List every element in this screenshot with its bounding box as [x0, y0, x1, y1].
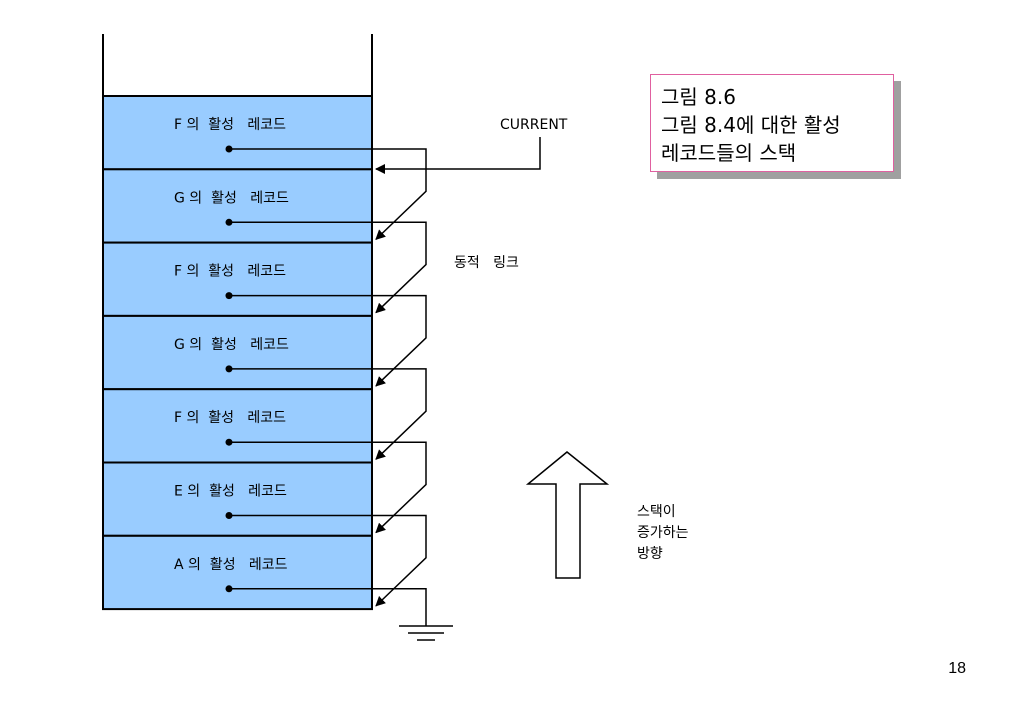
activation-record-label: G 의 활성 레코드: [174, 190, 289, 206]
current-pointer-arrow: [375, 137, 541, 174]
dynamic-links-group: [229, 148, 427, 626]
activation-record: [102, 314, 373, 391]
activation-record-label: A 의 활성 레코드: [174, 557, 288, 573]
figure-title-line: 그림 8.6: [661, 85, 736, 109]
dynamic-link-arrow: [229, 148, 427, 240]
dynamic-link-arrow: [229, 294, 427, 387]
activation-record-label: F 의 활성 레코드: [174, 410, 286, 426]
activation-record: [102, 461, 373, 537]
activation-record-label: G 의 활성 레코드: [174, 337, 289, 353]
figure-title-box: 그림 8.6 그림 8.4에 대한 활성 레코드들의 스택: [650, 74, 894, 172]
activation-record: [102, 534, 373, 611]
growth-direction-note: 스택이 증가하는 방향: [637, 502, 689, 565]
activation-record: [102, 388, 373, 464]
dynamic-link-label: 동적 링크: [454, 255, 519, 271]
dynamic-link-arrow: [229, 514, 427, 607]
activation-record-label: F 의 활성 레코드: [174, 117, 286, 133]
dynamic-link-arrow: [229, 368, 427, 460]
figure-title-line: 그림 8.4에 대한 활성: [661, 113, 841, 137]
growth-note-line: 증가하는: [637, 525, 689, 541]
page-number: 18: [948, 660, 966, 677]
growth-note-line: 방향: [637, 546, 663, 562]
growth-note-line: 스택이: [637, 504, 676, 520]
dynamic-link-ground-line: [229, 588, 427, 626]
activation-record-label: F 의 활성 레코드: [174, 264, 286, 280]
current-label: CURRENT: [500, 117, 568, 133]
figure-title-line: 레코드들의 스택: [661, 141, 797, 165]
dynamic-link-arrow: [229, 441, 427, 534]
records-group: F 의 활성 레코드 G 의 활성 레코드 F 의 활성 레코드 G 의 활성 레코드…: [102, 95, 373, 611]
dynamic-link-arrow: [229, 221, 427, 314]
ground-symbol: [399, 625, 453, 641]
stack-growth-arrow: [525, 451, 610, 579]
activation-record: [102, 95, 373, 171]
activation-record-label: E 의 활성 레코드: [174, 484, 287, 500]
